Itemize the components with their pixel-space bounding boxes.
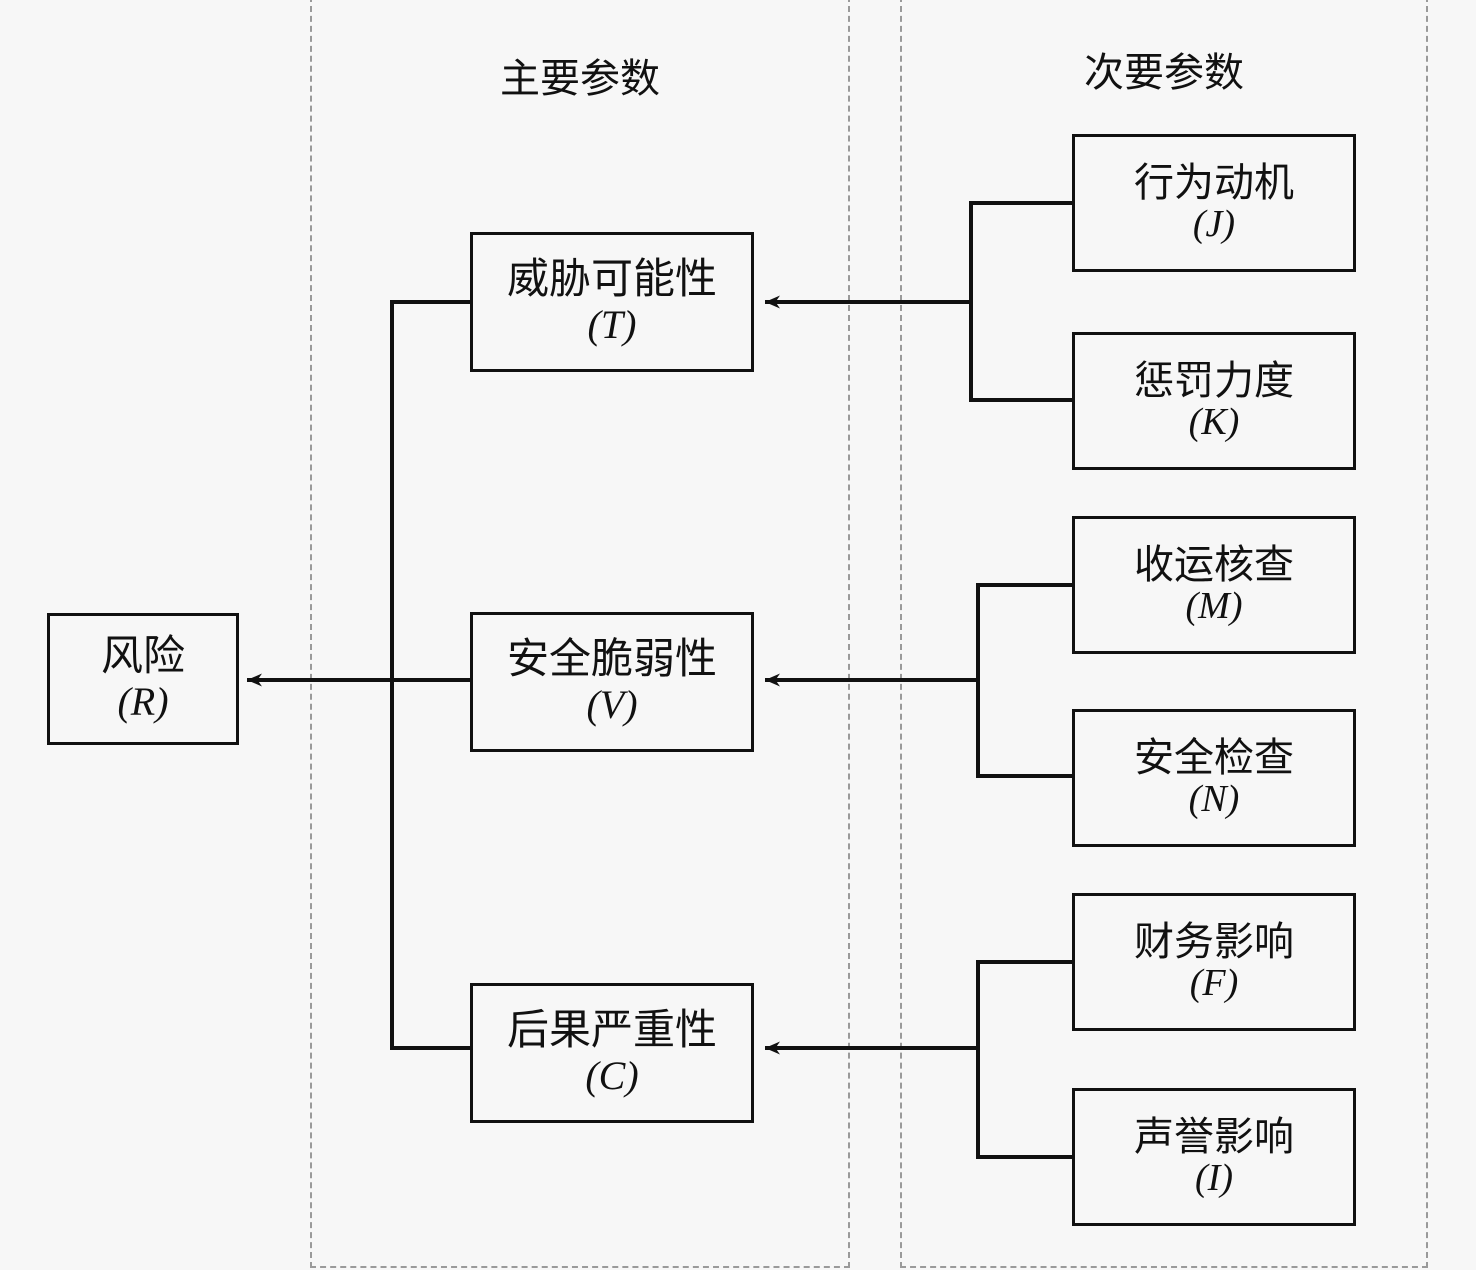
secondary-bracket-vulnerability: [976, 583, 1072, 778]
node-behavior-motivation[interactable]: 行为动机 (J): [1072, 134, 1356, 272]
node-reputation-impact-symbol: (I): [1195, 1157, 1233, 1200]
node-reputation-impact-label: 声誉影响: [1134, 1113, 1294, 1159]
node-penalty-severity-label: 惩罚力度: [1134, 357, 1294, 403]
node-behavior-motivation-label: 行为动机: [1134, 159, 1294, 205]
node-financial-impact-label: 财务影响: [1134, 918, 1294, 964]
node-security-vulnerability-symbol: (V): [586, 682, 638, 728]
node-penalty-severity[interactable]: 惩罚力度 (K): [1072, 332, 1356, 470]
node-transport-check[interactable]: 收运核查 (M): [1072, 516, 1356, 654]
node-threat-likelihood[interactable]: 威胁可能性 (T): [470, 232, 754, 372]
node-security-check[interactable]: 安全检查 (N): [1072, 709, 1356, 847]
group-region-primary: [310, 0, 850, 1268]
node-penalty-severity-symbol: (K): [1188, 401, 1240, 444]
node-transport-check-symbol: (M): [1185, 585, 1243, 628]
node-security-check-label: 安全检查: [1134, 734, 1294, 780]
group-region-secondary: [900, 0, 1428, 1268]
node-risk-label: 风险: [100, 633, 185, 680]
node-consequence-severity-symbol: (C): [585, 1053, 639, 1099]
node-reputation-impact[interactable]: 声誉影响 (I): [1072, 1088, 1356, 1226]
node-consequence-severity-label: 后果严重性: [506, 1007, 717, 1054]
node-security-vulnerability-label: 安全脆弱性: [506, 636, 717, 683]
node-consequence-severity[interactable]: 后果严重性 (C): [470, 983, 754, 1123]
group-title-primary: 主要参数: [500, 56, 660, 101]
secondary-bracket-consequence: [976, 960, 1072, 1159]
node-risk[interactable]: 风险 (R): [47, 613, 239, 745]
primary-bracket: [390, 300, 470, 1050]
node-transport-check-label: 收运核查: [1134, 541, 1294, 587]
secondary-bracket-threat: [969, 201, 1072, 402]
node-financial-impact-symbol: (F): [1189, 962, 1239, 1005]
group-title-secondary: 次要参数: [1084, 50, 1244, 95]
node-security-vulnerability[interactable]: 安全脆弱性 (V): [470, 612, 754, 752]
node-financial-impact[interactable]: 财务影响 (F): [1072, 893, 1356, 1031]
node-risk-symbol: (R): [117, 679, 169, 725]
node-behavior-motivation-symbol: (J): [1192, 203, 1236, 246]
node-security-check-symbol: (N): [1188, 778, 1240, 821]
node-threat-likelihood-label: 威胁可能性: [506, 256, 717, 303]
node-threat-likelihood-symbol: (T): [587, 302, 637, 348]
